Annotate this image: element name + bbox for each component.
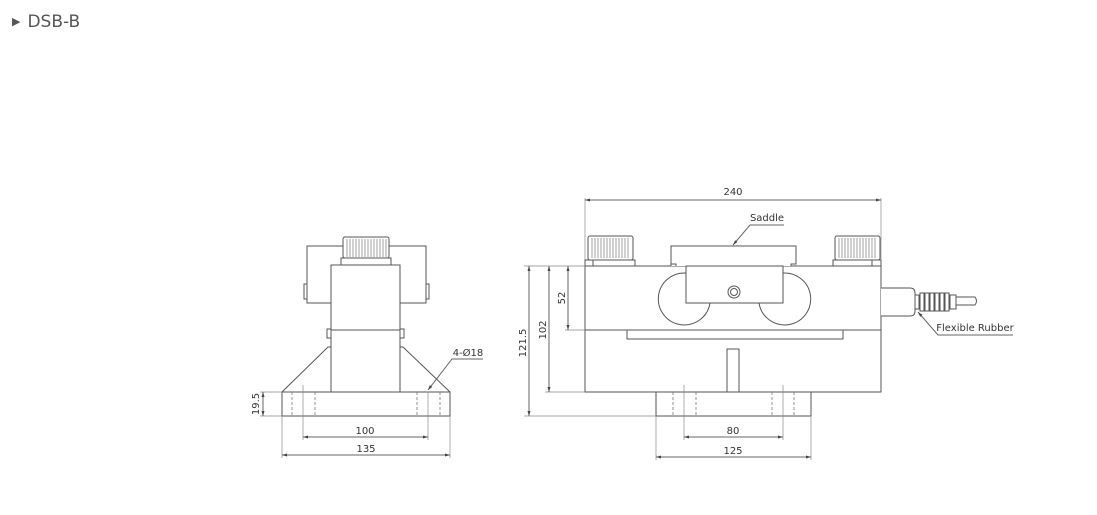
front-view [524,198,1013,460]
dim-base-width-125: 125 [723,446,742,457]
flexible-rubber-label: Flexible Rubber [936,323,1014,334]
side-view [260,236,483,458]
dim-height-102: 102 [538,320,549,339]
dim-hole-spacing-100: 100 [355,426,374,437]
dim-height-52: 52 [557,292,568,305]
dim-overall-length-240: 240 [723,187,742,198]
section-heading[interactable]: ▶ DSB-B [12,12,80,32]
section-title: DSB-B [27,12,81,32]
caret-right-icon: ▶ [12,15,21,28]
saddle-label: Saddle [750,213,784,224]
hole-callout: 4-Ø18 [453,347,484,359]
dim-flange-width-135: 135 [356,444,375,455]
dim-height-121-5: 121.5 [518,329,529,358]
dim-flange-height-19-5: 19.5 [251,393,262,415]
dim-hole-spacing-80: 80 [727,426,740,437]
